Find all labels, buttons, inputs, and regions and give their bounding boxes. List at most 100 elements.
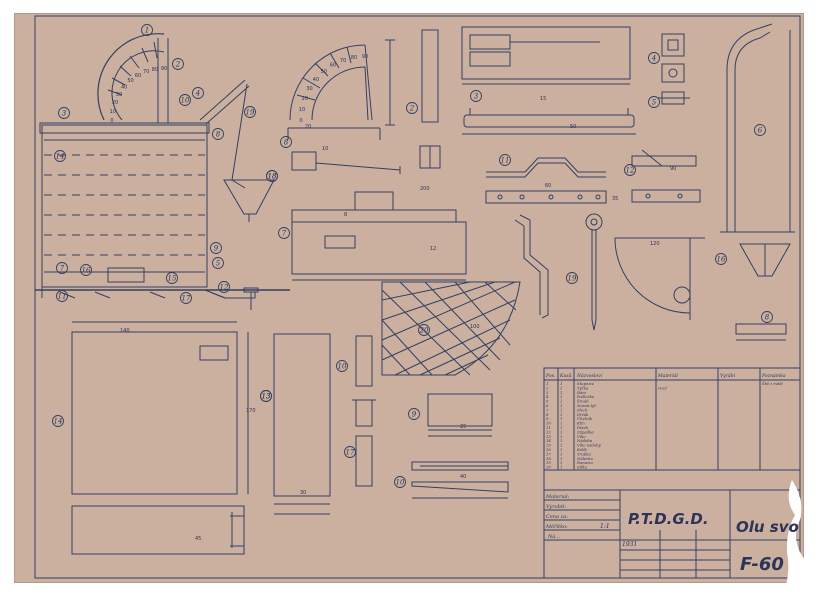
parts-list-cell: 1	[560, 451, 562, 456]
parts-list-cell: 1	[560, 403, 562, 408]
scale-tick: 60	[135, 73, 141, 79]
dimension-label: 25	[460, 424, 466, 430]
parts-list-cell: 11	[546, 425, 551, 430]
svg-text:11: 11	[501, 157, 510, 165]
dimension-label: 170	[246, 408, 256, 414]
scale-detail-view	[287, 39, 401, 174]
parts-list-cell: 1	[560, 425, 562, 430]
parts-list-cell: 1	[560, 443, 562, 448]
position-balloon: 20	[418, 324, 430, 336]
part-3-view	[461, 26, 636, 135]
position-balloon: 12	[218, 281, 230, 293]
scale-tick: 80	[152, 67, 158, 73]
dimension-label: 35	[612, 196, 618, 202]
torn-corner	[782, 480, 805, 600]
parts-list-cell: 3	[546, 390, 549, 395]
position-balloon: 17	[344, 446, 356, 458]
parts-list-cell: 1	[560, 399, 562, 404]
tb-label-cena: Cena za:	[546, 514, 568, 520]
scale-tick: 50	[127, 78, 133, 84]
tank-assembly-view	[35, 33, 290, 310]
position-balloon: 18	[266, 170, 278, 182]
parts-list-cell: Nosná tyč	[576, 403, 597, 408]
scale-tick: 30	[306, 86, 312, 92]
position-balloon: 6	[754, 124, 766, 136]
part-16-view	[614, 237, 791, 320]
position-balloon: 16	[80, 264, 92, 276]
parts-list-header: Poznámka	[761, 372, 786, 379]
parts-list-cell: 2	[545, 385, 549, 390]
drawing-year: 1931	[622, 541, 637, 548]
parts-list-cell: Síťka	[577, 465, 588, 470]
parts-list-cell: 14	[546, 438, 551, 443]
svg-text:2: 2	[409, 105, 415, 113]
position-balloon: 3	[470, 90, 482, 102]
dimension-label: 45	[195, 536, 201, 542]
parts-list-cell: Rameno	[576, 460, 594, 465]
position-balloon: 10	[336, 360, 348, 372]
part-10-view	[411, 461, 509, 499]
parts-list-cell: 1	[560, 407, 562, 412]
tb-label-vyrobit: Vyrobit:	[546, 504, 566, 510]
position-balloon: 5	[212, 257, 224, 269]
svg-text:19: 19	[246, 109, 255, 117]
position-balloon: 4	[648, 52, 660, 64]
position-balloon: 2	[406, 102, 418, 114]
parts-list-cell: 19	[546, 460, 551, 465]
svg-text:14: 14	[54, 418, 63, 426]
svg-text:11: 11	[58, 293, 67, 301]
scale-tick: 30	[116, 92, 122, 98]
dimension-label: 50	[570, 124, 576, 130]
position-balloon: 13	[260, 390, 272, 402]
position-balloons: 1234567891011121314151617181920823451112…	[52, 24, 773, 488]
dimension-label: 30	[300, 490, 306, 496]
drawing-frame	[34, 15, 801, 579]
svg-text:14: 14	[56, 153, 65, 161]
svg-text:10: 10	[396, 479, 405, 487]
scale-tick: 60	[330, 63, 336, 69]
dimension-label: 8	[344, 212, 347, 218]
parts-list-cell: Podložka	[576, 394, 595, 399]
parts-list-cell: Ocel	[658, 385, 667, 390]
parts-list-cell: 1	[560, 434, 562, 439]
tb-label-meritko: Měřítko:	[545, 523, 568, 530]
svg-text:19: 19	[568, 275, 577, 283]
svg-text:1: 1	[145, 27, 149, 35]
parts-list-cell: 1	[560, 456, 562, 461]
position-balloon: 7	[56, 262, 68, 274]
scale-tick: 90	[161, 66, 167, 72]
parts-list-cell: 13	[546, 434, 551, 439]
position-balloon: 10	[394, 476, 406, 488]
position-balloon: 19	[566, 272, 578, 284]
parts-list-cell: 10	[546, 421, 551, 426]
part-20-mesh-view	[381, 281, 521, 376]
parts-list-cell: Víko	[577, 434, 586, 439]
scale-tick: 70	[340, 58, 346, 64]
svg-text:8: 8	[765, 314, 770, 322]
svg-text:16: 16	[717, 256, 726, 264]
dimension-label: 20	[305, 124, 311, 130]
position-balloon: 3	[58, 107, 70, 119]
parts-list-cell: 1	[546, 381, 548, 386]
part-11-view	[485, 157, 607, 204]
dimension-label: 40	[460, 474, 466, 480]
dimension-label: 140	[120, 328, 130, 334]
part-2-view	[419, 29, 441, 169]
scale-value: 1:1	[600, 523, 610, 530]
dimension-label: 90	[670, 166, 676, 172]
svg-text:12: 12	[626, 167, 635, 175]
parts-list-table	[543, 367, 801, 471]
scale-tick: 20	[112, 100, 118, 106]
parts-list-cell: 5	[546, 399, 549, 404]
svg-text:8: 8	[216, 131, 221, 139]
svg-text:10: 10	[181, 97, 190, 105]
parts-list-cell: Úhelník	[577, 416, 593, 421]
part-9-view	[427, 393, 493, 437]
position-balloon: 8	[280, 136, 292, 148]
position-balloon: 7	[278, 227, 290, 239]
position-balloon: 10	[179, 94, 191, 106]
position-balloon: 19	[244, 106, 256, 118]
